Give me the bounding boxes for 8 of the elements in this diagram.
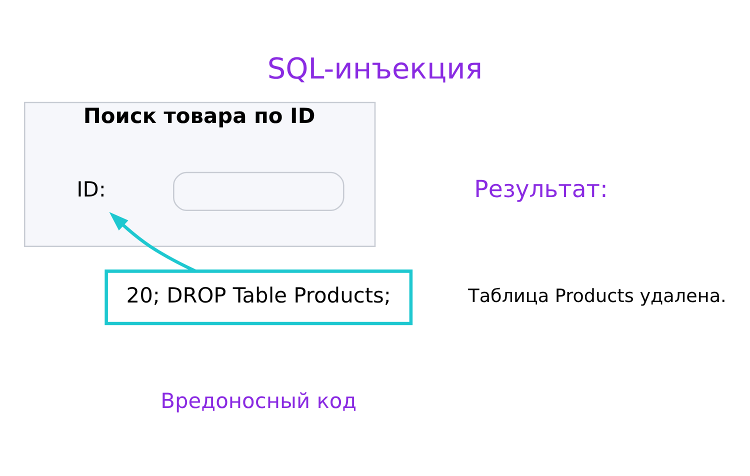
- arrow: [109, 211, 196, 272]
- diagram-title: SQL-инъекция: [267, 50, 483, 85]
- node-box: [173, 171, 344, 211]
- node-label: Вредоносный код: [160, 388, 357, 413]
- label: Таблица Products удалена.: [468, 286, 726, 307]
- label: Результат:: [474, 174, 608, 203]
- node-text: ID:: [76, 176, 106, 201]
- node-box: 20; DROP Table Products;: [104, 269, 413, 325]
